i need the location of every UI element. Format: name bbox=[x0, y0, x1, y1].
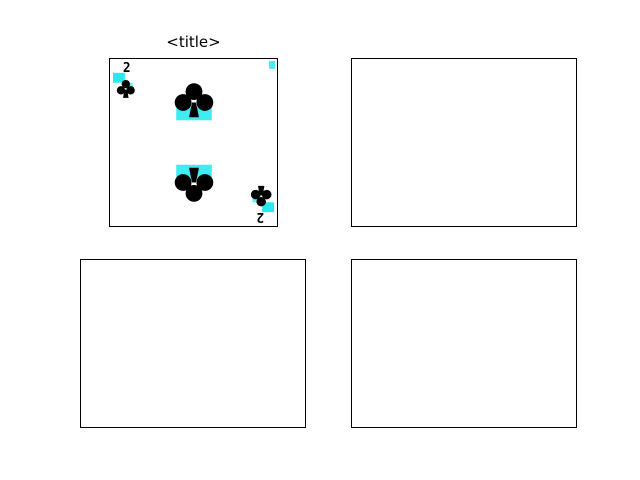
axes-title: <title> bbox=[166, 33, 221, 51]
subplot-bottom-left-empty bbox=[80, 259, 306, 428]
club-icon bbox=[250, 185, 272, 207]
card-image: 2 bbox=[110, 59, 277, 226]
image-artifact bbox=[269, 60, 276, 69]
subplot-top-right-empty bbox=[351, 58, 577, 227]
subplot-bottom-right-empty bbox=[351, 259, 577, 428]
club-icon bbox=[174, 83, 214, 121]
card-rank-bottom: 2 bbox=[256, 209, 264, 224]
subplot-top-left-card-image: 2 bbox=[109, 58, 278, 227]
card-corner-index-bottom: 2 bbox=[250, 185, 275, 224]
club-icon bbox=[174, 164, 214, 202]
card-corner-index-top: 2 bbox=[112, 61, 135, 98]
club-icon bbox=[116, 79, 135, 98]
card-rank-top: 2 bbox=[123, 61, 131, 76]
